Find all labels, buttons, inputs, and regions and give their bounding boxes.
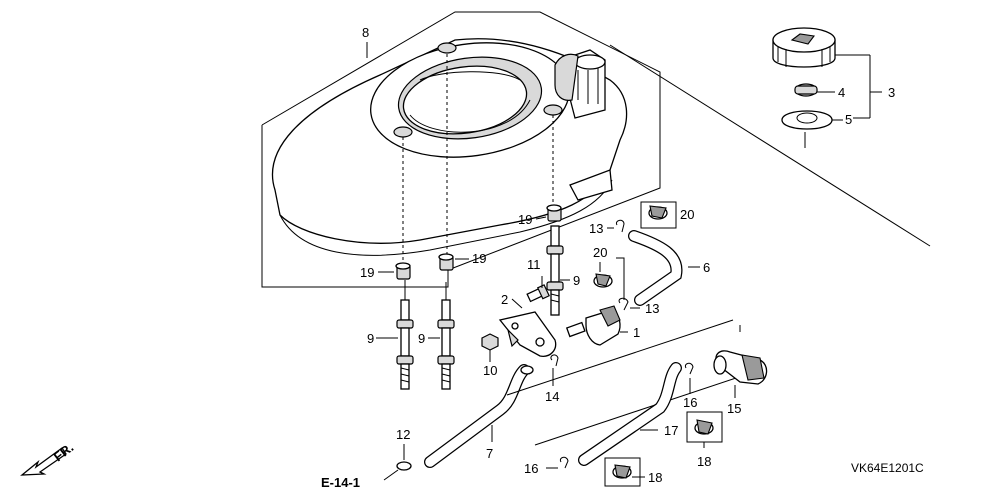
fuel-valve-bracket[interactable] [498,311,557,357]
cap-gasket [781,110,833,130]
callout-18-a: 18 [697,454,711,469]
callout-1: 1 [633,325,640,340]
callout-7: 7 [486,446,493,461]
callout-15: 15 [727,401,741,416]
callout-19-c: 19 [518,212,532,227]
callout-11: 11 [527,257,541,272]
diagram-code: VK64E1201C [851,461,924,475]
callout-19-b: 19 [472,251,486,266]
callout-8: 8 [362,25,369,40]
callout-5: 5 [845,112,852,127]
fuel-joint-15[interactable]: 15 [713,350,768,416]
fuel-valve-group: 1 [565,305,640,346]
callout-9-b: 9 [418,331,425,346]
callout-14: 14 [545,389,559,404]
clip-12: 12 E-14-1 [321,427,412,490]
studs: 9 9 9 [367,225,580,390]
callout-6: 6 [703,260,710,275]
callout-9-c: 9 [573,273,580,288]
clamps-18: 18 18 [604,411,723,487]
grommets: 19 19 19 [360,204,562,280]
front-direction-arrow: FR. [20,440,76,476]
callout-13-a: 13 [589,221,603,236]
callout-4: 4 [838,85,845,100]
callout-2: 2 [501,292,508,307]
callout-9-a: 9 [367,331,374,346]
callout-20-a: 20 [680,207,694,222]
callout-18-b: 18 [648,470,662,485]
callout-16-b: 16 [524,461,538,476]
callout-19-a: 19 [360,265,374,280]
clips: 13 13 14 20 20 [545,201,694,404]
clips-16: 16 16 [524,362,697,476]
fuel-hose-17[interactable]: 17 [506,319,761,466]
callout-17: 17 [664,423,678,438]
fuel-hose-6[interactable]: 6 [628,230,710,306]
bracket-group: 11 10 2 [481,257,557,378]
callout-10: 10 [483,363,497,378]
reference-label: E-14-1 [321,475,360,490]
fuel-tank-group: 8 [261,11,661,288]
callout-16-a: 16 [683,395,697,410]
callout-3: 3 [888,85,895,100]
callout-12: 12 [396,427,410,442]
callout-20-b: 20 [593,245,607,260]
fuel-cap-group: 4 3 5 [609,27,931,247]
callout-13-b: 13 [645,301,659,316]
